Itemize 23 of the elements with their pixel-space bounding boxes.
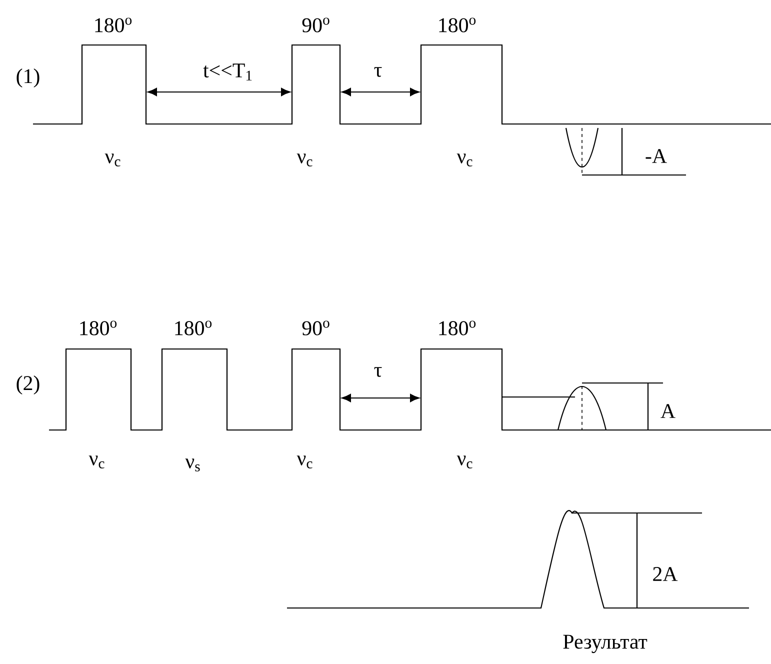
label: A xyxy=(660,404,676,418)
label: 180$^{o}$ xyxy=(175,320,212,336)
label: 180$^{o}$ xyxy=(95,18,132,32)
label: ν$_{c}$ xyxy=(456,154,472,166)
label: (2) xyxy=(16,376,40,394)
label: ν$_{c}$ xyxy=(296,456,312,468)
label: ν$_{c}$ xyxy=(456,456,472,468)
label: τ xyxy=(374,67,382,77)
label: τ xyxy=(374,367,382,377)
label: 90$^{o}$ xyxy=(302,320,330,336)
label: ν$_{c}$ xyxy=(104,154,120,166)
label: 180$^{o}$ xyxy=(80,320,117,336)
label: ν$_{s}$ xyxy=(185,458,200,472)
label: -A xyxy=(646,149,667,163)
label: Результат xyxy=(563,634,648,654)
label: (1) xyxy=(16,68,40,88)
label: 180$^{o}$ xyxy=(439,18,476,32)
label: 180$^{o}$ xyxy=(439,320,476,336)
label: ν$_{c}$ xyxy=(88,456,104,468)
label: t<<T$_{1}$ xyxy=(203,64,252,80)
label: 90$^{o}$ xyxy=(302,18,330,32)
label: ν$_{c}$ xyxy=(296,154,312,166)
label: 2A xyxy=(653,567,678,581)
